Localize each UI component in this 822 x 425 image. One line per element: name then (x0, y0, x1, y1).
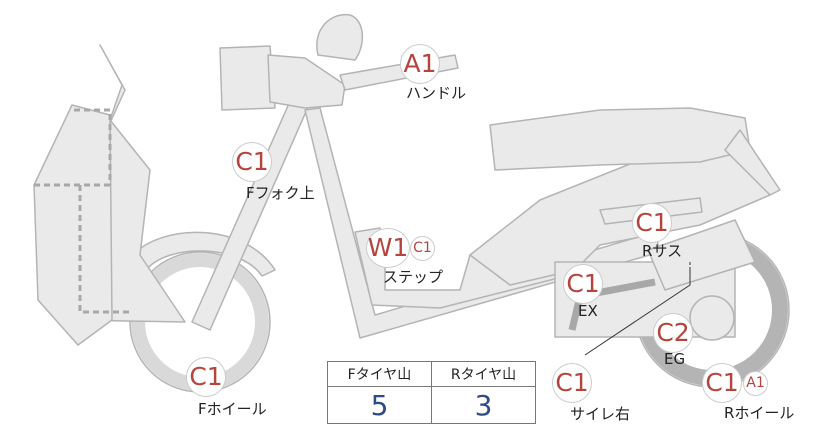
f-wheel-rating-badge: C1 (186, 357, 226, 397)
ex-label: EX (578, 302, 598, 320)
front-fairing-panel (33, 104, 113, 346)
silencer-rating-badge: C1 (552, 363, 592, 403)
handle-label: ハンドル (406, 84, 467, 102)
fairing-dotted-lines (34, 108, 130, 314)
rear-tire-tread-value: 3 (431, 386, 536, 424)
silencer-label: サイレ右 (570, 405, 631, 423)
handle-rating-badge: A1 (400, 44, 440, 84)
ex-rating-badge: C1 (563, 264, 603, 304)
front-tire-tread-value: 5 (327, 386, 432, 424)
engine-hub-shape (689, 295, 735, 341)
f-fork-label: Fフォク上 (246, 184, 315, 202)
r-sus-label: Rサス (642, 242, 683, 260)
step-rating-badge-secondary: C1 (410, 236, 435, 261)
eg-rating-badge: C2 (653, 313, 693, 353)
r-sus-rating-badge: C1 (632, 203, 672, 243)
front-tire-tread-header: Fタイヤ山 (327, 361, 432, 387)
eg-label: EG (664, 350, 686, 368)
f-wheel-label: Fホイール (198, 400, 267, 418)
headlight-housing (267, 54, 346, 109)
tail-shape (724, 129, 781, 196)
mirror-shape (316, 14, 363, 61)
f-fork-rating-badge: C1 (232, 142, 272, 182)
rear-tire-tread-header: Rタイヤ山 (431, 361, 536, 387)
step-rating-badge: W1 (366, 228, 410, 268)
r-wheel-rating-badge-secondary: A1 (743, 371, 768, 396)
r-wheel-rating-badge: C1 (702, 363, 742, 403)
headlight-shape (219, 45, 276, 111)
rear-shock-shape (647, 219, 756, 291)
r-wheel-label: Rホイール (724, 404, 795, 422)
step-label: ステップ (383, 268, 444, 286)
tire-tread-table: Fタイヤ山 Rタイヤ山 5 3 (327, 361, 536, 424)
